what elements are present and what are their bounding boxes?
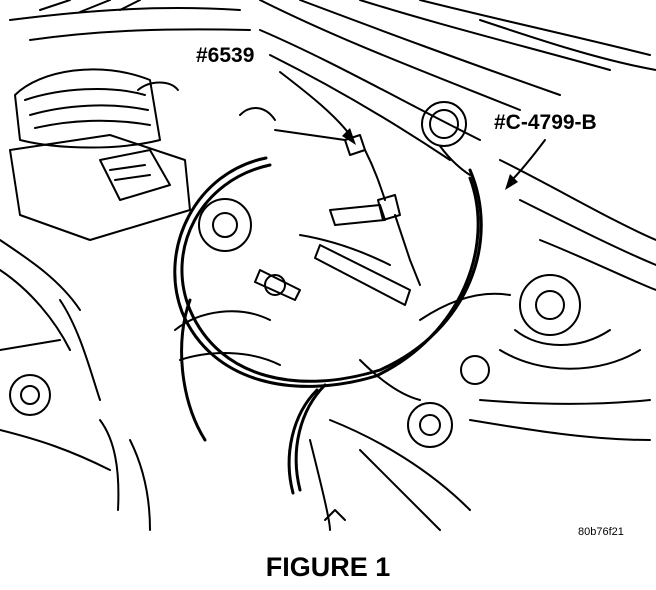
image-code: 80b76f21 <box>578 526 624 538</box>
arrow-6539 <box>279 71 351 136</box>
arrowhead-c4799 <box>505 174 518 190</box>
hood-cowl-lines <box>9 0 656 291</box>
test-hose-loop <box>173 156 483 495</box>
lower-structure <box>309 399 651 531</box>
pulley <box>407 274 641 448</box>
figure-caption: FIGURE 1 <box>265 552 391 582</box>
fender-structure <box>0 239 151 531</box>
arrowhead-6539 <box>342 128 356 145</box>
engine-center <box>174 198 511 401</box>
reservoir <box>14 68 179 149</box>
adapter-tool <box>239 107 421 286</box>
coolant-box <box>9 134 191 241</box>
tool-label-c4799b: #C-4799-B <box>494 111 597 134</box>
arrow-c4799 <box>509 139 546 183</box>
tool-label-6539: #6539 <box>196 44 255 67</box>
pressure-gauge <box>421 101 471 176</box>
